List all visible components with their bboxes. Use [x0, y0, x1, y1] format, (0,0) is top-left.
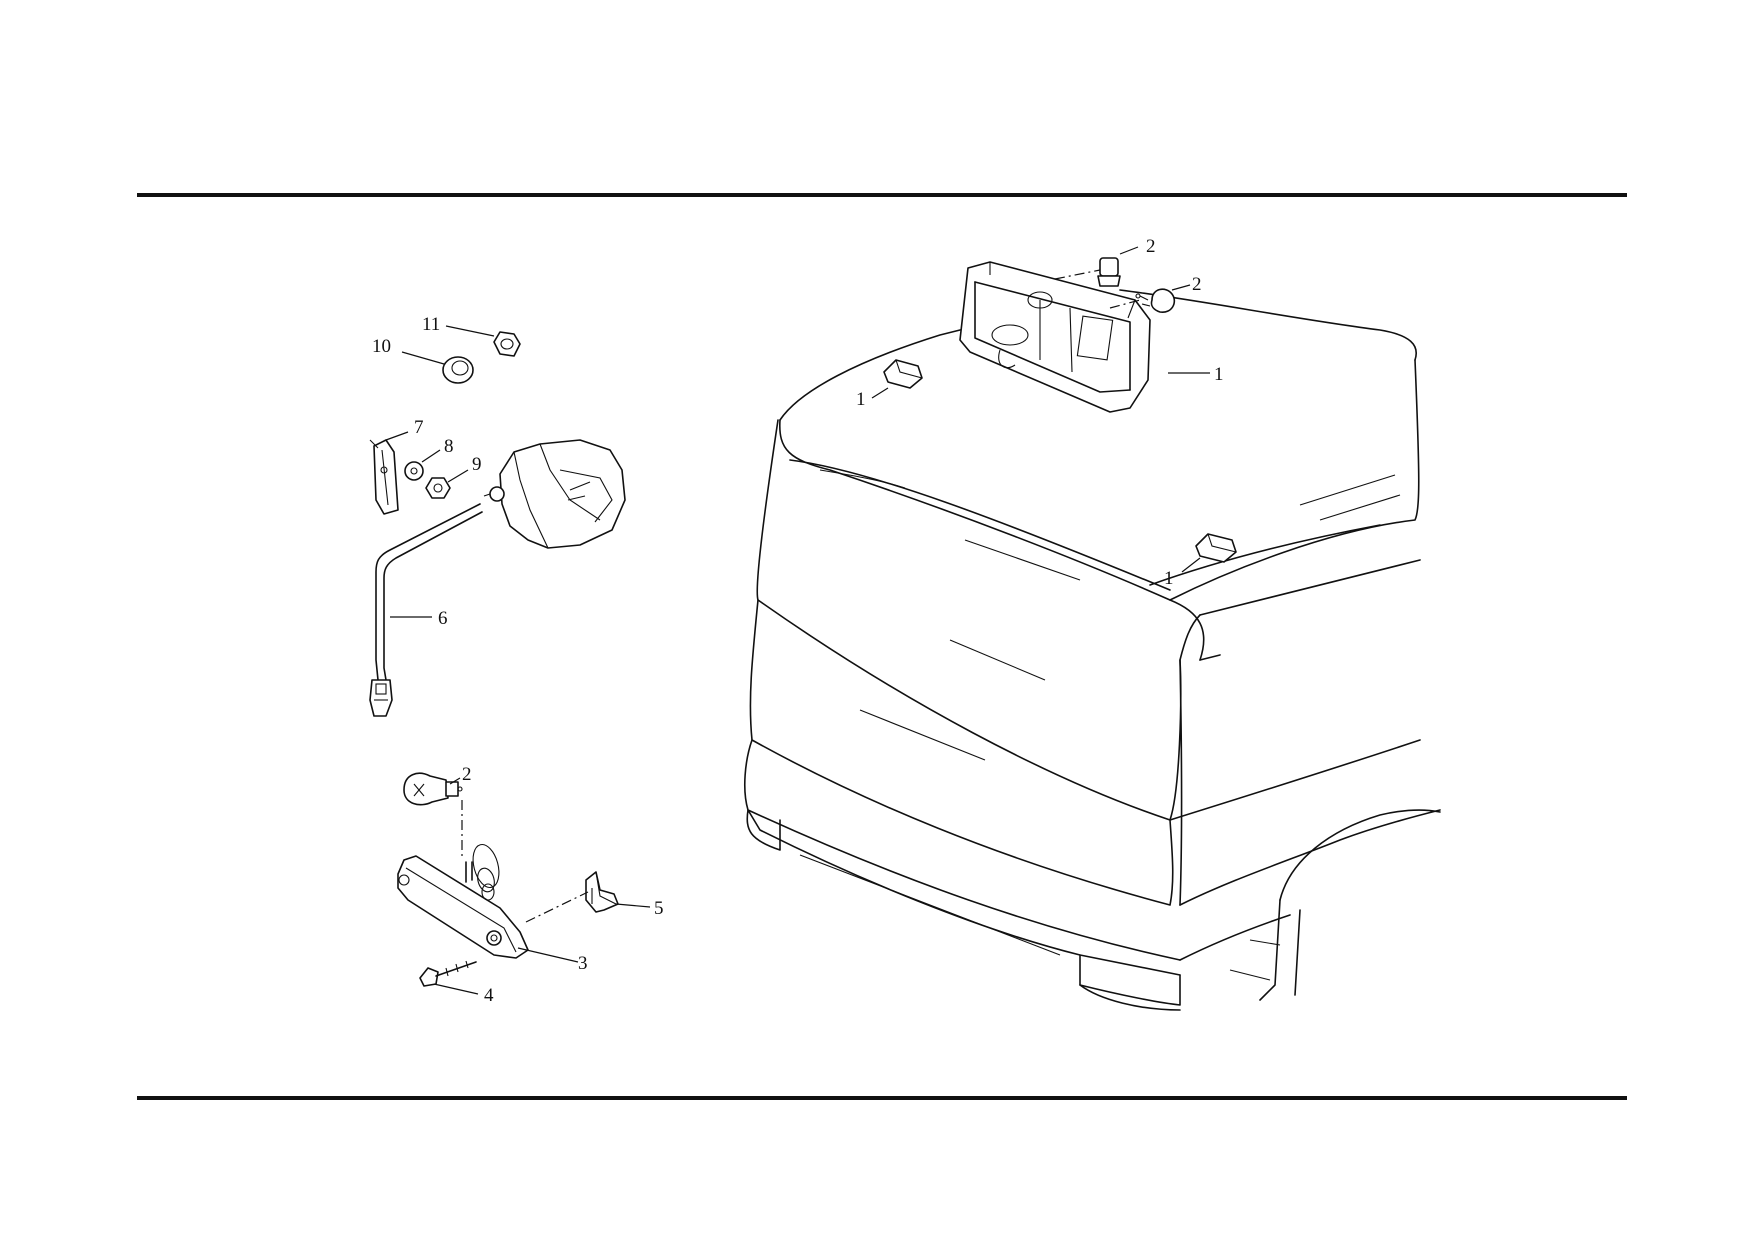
plate-lamp-housing	[397, 843, 529, 959]
callout-1-marker-left: 1	[856, 389, 866, 410]
leader-lines	[385, 246, 1210, 995]
clip-nut	[493, 331, 521, 357]
callout-11: 11	[422, 314, 440, 335]
callout-1-marker-right: 1	[1164, 568, 1174, 589]
callout-1-roof-lamp-housing: 1	[1214, 364, 1224, 385]
callout-6: 6	[438, 608, 448, 629]
callout-9: 9	[472, 454, 482, 475]
roof-bulb-b	[1135, 288, 1176, 313]
callout-8: 8	[444, 436, 454, 457]
roof-bulb-a	[1097, 257, 1121, 287]
callout-5: 5	[654, 898, 664, 919]
callout-2-roof-bulb-b: 2	[1192, 274, 1202, 295]
bulb	[403, 772, 463, 806]
callout-2-roof-bulb-a: 2	[1146, 236, 1156, 257]
grommet	[442, 356, 474, 384]
washer	[404, 461, 424, 481]
retaining-clip	[585, 871, 619, 913]
lamp-cable	[369, 503, 483, 717]
callout-3: 3	[578, 953, 588, 974]
screw	[419, 960, 477, 987]
roof-marker-lamp-right	[1195, 533, 1237, 563]
cab-outline	[744, 289, 1441, 1011]
callout-2-bulb: 2	[462, 764, 472, 785]
callout-10: 10	[372, 336, 391, 357]
roof-lamp-housing	[959, 261, 1151, 413]
lamp-bracket	[369, 439, 399, 515]
work-lamp	[483, 439, 626, 549]
callout-4: 4	[484, 985, 494, 1006]
callout-7: 7	[414, 417, 424, 438]
nut	[425, 477, 451, 499]
roof-marker-lamp-left	[883, 359, 923, 389]
